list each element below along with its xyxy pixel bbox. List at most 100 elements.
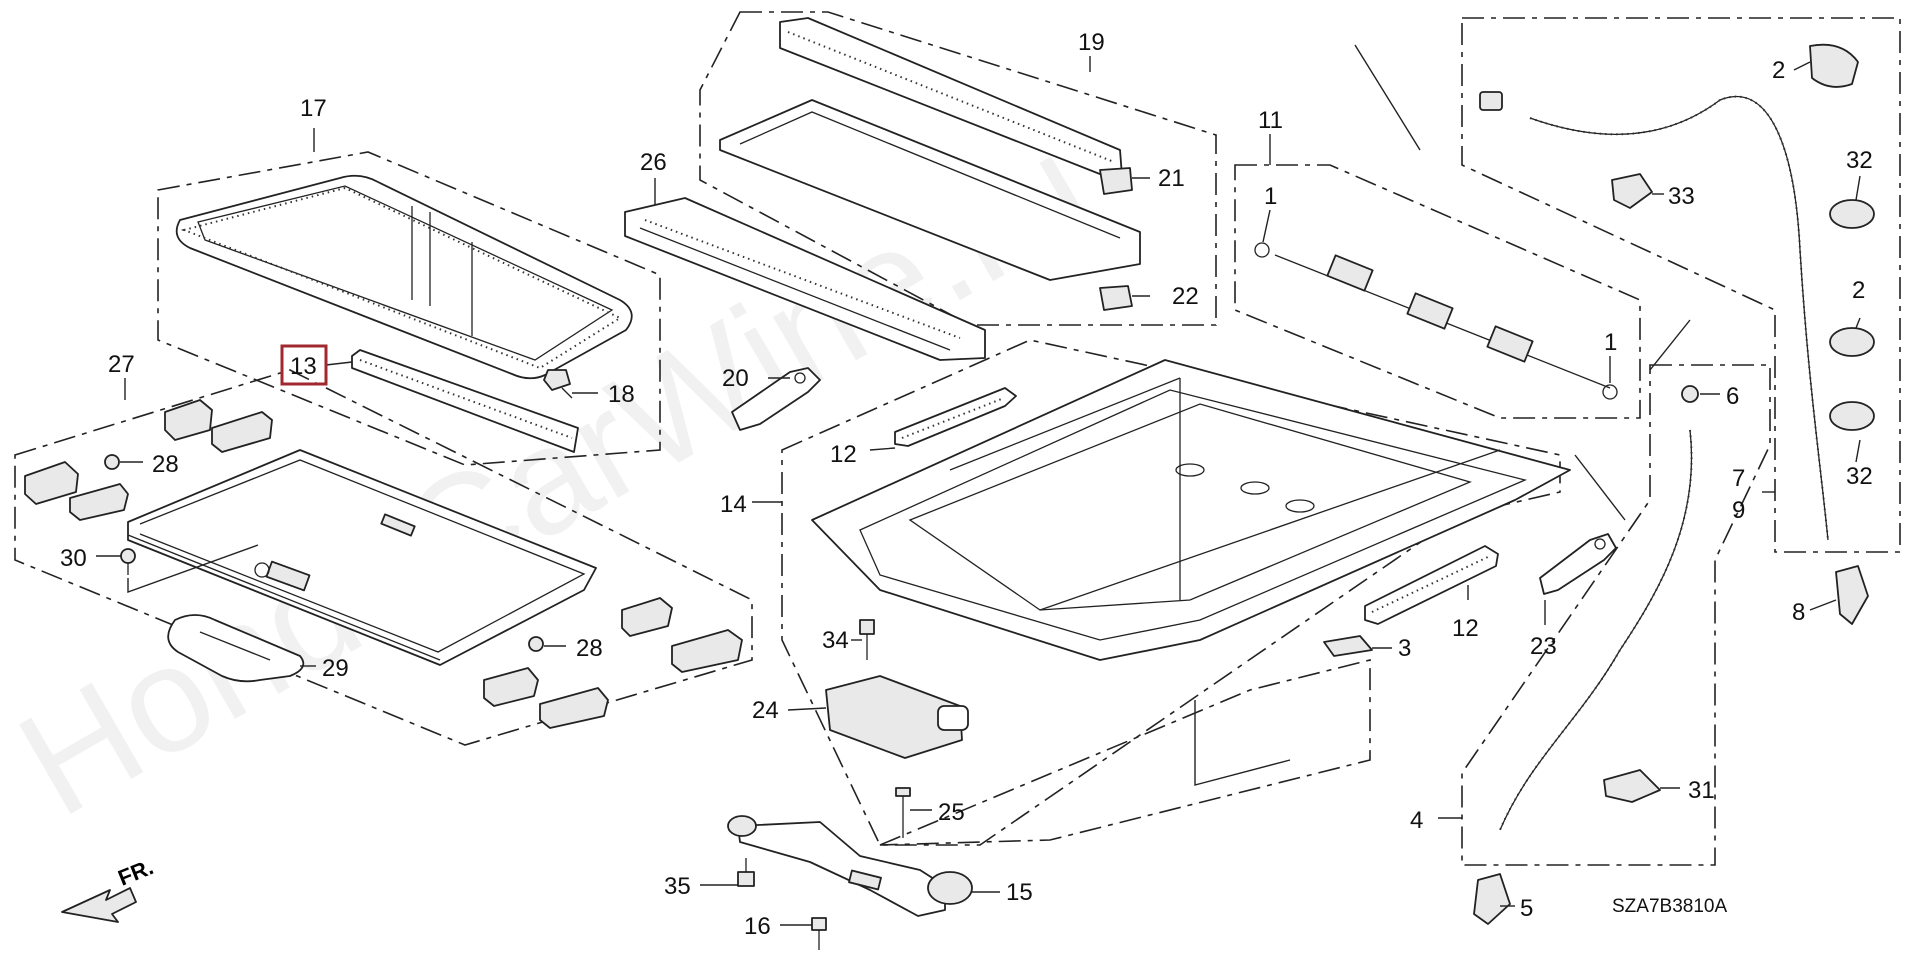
screw-18 bbox=[543, 369, 573, 399]
clip-1-left bbox=[1254, 242, 1270, 258]
callout-3[interactable]: 3 bbox=[1398, 635, 1411, 662]
bolt-16 bbox=[811, 917, 827, 950]
callout-8[interactable]: 8 bbox=[1792, 599, 1805, 626]
callout-13[interactable]: 13 bbox=[290, 353, 317, 380]
leader-12a bbox=[869, 447, 896, 451]
motor-24 bbox=[825, 675, 969, 759]
group-outline-11 bbox=[1234, 164, 1641, 419]
block-22 bbox=[1099, 285, 1133, 311]
callout-labels: 17 13 18 27 28 28 30 29 26 19 21 22 20 1… bbox=[60, 29, 1873, 940]
bracket-23 bbox=[1539, 533, 1617, 595]
bracket-15 bbox=[737, 821, 946, 917]
connector-top bbox=[1479, 91, 1503, 111]
callout-28-left[interactable]: 28 bbox=[152, 451, 179, 478]
bolt-34 bbox=[859, 619, 875, 660]
clip-1-right bbox=[1602, 384, 1618, 400]
leader-32b bbox=[1855, 439, 1861, 463]
callout-23[interactable]: 23 bbox=[1530, 633, 1557, 660]
indicator-line-6 bbox=[1649, 319, 1691, 371]
clip-2-mid bbox=[1829, 327, 1875, 357]
handle-29 bbox=[167, 614, 305, 683]
bolt-35 bbox=[737, 858, 755, 887]
clip-31 bbox=[1603, 769, 1661, 803]
callout-35[interactable]: 35 bbox=[664, 873, 691, 900]
clip-left-mid-b bbox=[69, 483, 129, 521]
callout-24[interactable]: 24 bbox=[752, 697, 779, 724]
callout-5[interactable]: 5 bbox=[1520, 895, 1533, 922]
leader-2a bbox=[1793, 61, 1811, 71]
leader-30-bracket bbox=[127, 544, 259, 593]
callout-15[interactable]: 15 bbox=[1006, 879, 1033, 906]
clip-left-top-a bbox=[164, 399, 213, 441]
callout-18[interactable]: 18 bbox=[608, 381, 635, 408]
clip-8 bbox=[1835, 565, 1869, 625]
callout-25[interactable]: 25 bbox=[938, 799, 965, 826]
callout-19[interactable]: 19 bbox=[1078, 29, 1105, 56]
strip-12-lower bbox=[1364, 545, 1499, 625]
callout-2-top[interactable]: 2 bbox=[1772, 57, 1785, 84]
clip-32-bottom bbox=[1829, 401, 1875, 431]
front-arrow: FR. bbox=[61, 854, 157, 923]
clip-left-mid-a bbox=[24, 461, 79, 505]
callout-12-upper[interactable]: 12 bbox=[830, 441, 857, 468]
group-outline-7-9 bbox=[1461, 17, 1901, 553]
clip-right-c bbox=[483, 667, 539, 707]
callout-4[interactable]: 4 bbox=[1410, 807, 1423, 834]
leader-2b bbox=[1855, 317, 1861, 329]
rubber-mount-15 bbox=[927, 871, 973, 905]
callout-33[interactable]: 33 bbox=[1668, 183, 1695, 210]
callout-32-bottom[interactable]: 32 bbox=[1846, 463, 1873, 490]
sunshade-27 bbox=[127, 449, 597, 666]
callout-34[interactable]: 34 bbox=[822, 627, 849, 654]
callout-12-lower[interactable]: 12 bbox=[1452, 615, 1479, 642]
callout-14[interactable]: 14 bbox=[720, 491, 747, 518]
group-outline-25 bbox=[879, 658, 1371, 846]
callout-31[interactable]: 31 bbox=[1688, 777, 1715, 804]
guide-21 bbox=[1099, 167, 1133, 195]
group-outline-19 bbox=[699, 11, 1217, 326]
diagram-code: SZA7B3810A bbox=[1612, 896, 1727, 917]
clip-right-b bbox=[671, 629, 743, 673]
strip-12-upper bbox=[894, 387, 1017, 447]
callout-20[interactable]: 20 bbox=[722, 365, 749, 392]
callout-28-right[interactable]: 28 bbox=[576, 635, 603, 662]
clip-left-top-b bbox=[211, 411, 273, 453]
nut-top bbox=[727, 815, 757, 837]
callout-1-left[interactable]: 1 bbox=[1264, 183, 1277, 210]
pad-3 bbox=[1323, 635, 1373, 657]
leader-14-bottom bbox=[1194, 700, 1291, 786]
callout-30[interactable]: 30 bbox=[60, 545, 87, 572]
callout-16[interactable]: 16 bbox=[744, 913, 771, 940]
callout-29[interactable]: 29 bbox=[322, 655, 349, 682]
group-outline-4 bbox=[1461, 364, 1771, 866]
callout-1-right[interactable]: 1 bbox=[1604, 329, 1617, 356]
indicator-line-right bbox=[1574, 454, 1626, 521]
callout-2-mid[interactable]: 2 bbox=[1852, 277, 1865, 304]
highlight-box-13 bbox=[280, 344, 328, 386]
clip-right-a bbox=[621, 597, 673, 637]
clip-32-top bbox=[1829, 199, 1875, 229]
callout-7[interactable]: 7 bbox=[1732, 465, 1745, 492]
leader-24 bbox=[787, 707, 827, 711]
clip-right-d bbox=[539, 687, 609, 729]
drain-tube-7-9 bbox=[1529, 95, 1829, 541]
screw-28-right bbox=[528, 636, 544, 652]
callout-27[interactable]: 27 bbox=[108, 351, 135, 378]
callout-32-top[interactable]: 32 bbox=[1846, 147, 1873, 174]
callout-6[interactable]: 6 bbox=[1726, 383, 1739, 410]
valve-5 bbox=[1473, 873, 1511, 925]
clip-2-top bbox=[1809, 43, 1859, 88]
bolt-25 bbox=[895, 787, 911, 838]
callout-21[interactable]: 21 bbox=[1158, 165, 1185, 192]
indicator-line-top bbox=[1354, 44, 1421, 151]
callout-22[interactable]: 22 bbox=[1172, 283, 1199, 310]
callout-11[interactable]: 11 bbox=[1258, 107, 1283, 134]
rear-frame-upper bbox=[719, 99, 1141, 281]
callout-26[interactable]: 26 bbox=[640, 149, 667, 176]
leader-8 bbox=[1809, 599, 1837, 611]
callout-9[interactable]: 9 bbox=[1732, 497, 1745, 524]
callout-17[interactable]: 17 bbox=[300, 95, 327, 122]
sunroof-frame-14 bbox=[811, 359, 1571, 661]
